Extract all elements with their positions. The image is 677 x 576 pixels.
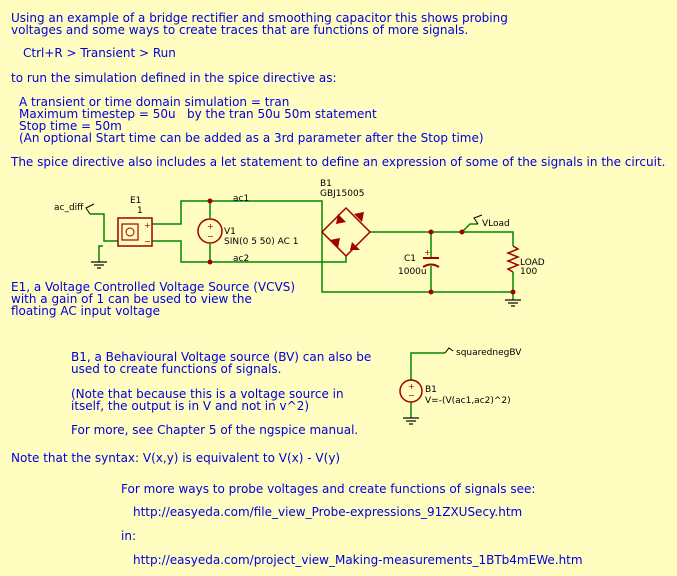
svg-text:+: + [424,248,431,257]
svg-text:−: − [144,237,151,246]
svg-text:−: − [207,232,214,241]
c1-value-label: 1000u [398,267,427,277]
making-measurements-link[interactable]: http://easyeda.com/project_view_Making-m… [133,553,583,567]
v1-value-label: SIN(0 5 50) AC 1 [224,237,299,247]
e1-vcvs-symbol: + − [117,217,153,247]
bridge-ref-label: B1 [320,179,332,189]
junction-ac2 [207,259,213,265]
wire-vload-probe [461,223,478,233]
probe-expressions-link[interactable]: http://easyeda.com/file_view_Probe-expre… [133,505,523,519]
load-resistor-symbol [505,245,521,273]
e1-description-1: E1, a Voltage Controlled Voltage Source … [11,280,295,294]
ground-bv [403,417,419,425]
spec-line-3: Stop time = 50m [19,119,122,133]
junction-c1-top [428,229,434,235]
squared-probe-flag [444,347,454,354]
let-statement-note: The spice directive also includes a let … [11,155,666,169]
wire-bv-top [410,352,445,380]
wire-e1-gnd [98,245,103,262]
e1-description-2: with a gain of 1 can be used to view the [11,292,252,306]
ac-diff-probe-flag [85,203,95,215]
v1-source-symbol: + − [197,218,223,244]
bv-source-symbol: + − [399,379,423,403]
bv-ref-label: B1 [425,385,437,395]
junctions [207,198,516,295]
ac2-net-label: ac2 [233,254,250,264]
vload-net-label: VLoad [482,219,510,229]
intro-line-2: voltages and some ways to create traces … [11,23,469,37]
junction-vload [459,229,465,235]
junction-c1-bottom [428,289,434,295]
spec-line-4: (An optional Start time can be added as … [19,131,484,145]
spec-line-1: A transient or time domain simulation = … [19,95,290,109]
wire-ac-diff [90,213,118,242]
e1-description-3: floating AC input voltage [11,304,161,318]
v1-ref-label: V1 [224,227,236,237]
c1-ref-label: C1 [404,254,417,264]
svg-text:+: + [144,221,151,230]
ground-load [505,299,521,307]
in-label: in: [121,529,136,543]
run-shortcut: Ctrl+R > Transient > Run [23,46,176,60]
ac1-net-label: ac1 [233,194,250,204]
e1-ref-label: E1 [130,196,142,206]
c1-capacitor-symbol: + [422,248,440,268]
vload-probe-flag [473,214,483,225]
more-ways-line: For more ways to probe voltages and crea… [121,482,536,496]
wire-bridge-minus [321,232,514,293]
e1-gain-label: 1 [137,206,143,216]
spec-line-2: Maximum timestep = 50u by the tran 50u 5… [19,107,377,121]
bridge-part-label: GBJ15005 [320,189,365,199]
svg-text:−: − [408,391,415,400]
svg-text:+: + [207,222,214,231]
b1-note-1: (Note that because this is a voltage sou… [71,387,344,401]
ac-diff-net-label: ac_diff [54,203,84,213]
squared-net-label: squarednegBV [456,348,522,358]
junction-ac1 [207,198,213,204]
ground-e1 [91,261,107,269]
b1-description-1: B1, a Behavioural Voltage source (BV) ca… [71,350,372,364]
load-ref-label: LOAD [520,258,545,268]
wire-bridge-plus [370,231,514,246]
svg-text:+: + [408,382,415,391]
junction-load-bottom [510,289,516,295]
load-value-label: 100 [520,267,538,277]
ground-symbols [91,261,521,425]
intro-line-1: Using an example of a bridge rectifier a… [11,11,508,25]
b1-description-2: used to create functions of signals. [71,362,282,376]
wires [90,200,514,418]
syntax-note: Note that the syntax: V(x,y) is equivale… [11,451,341,465]
run-instruction: to run the simulation defined in the spi… [11,71,337,85]
wire-e1-top [152,200,323,232]
wire-e1-bottom [152,240,347,263]
bv-expression-label: V=-(V(ac1,ac2)^2) [425,396,511,406]
bridge-rectifier-symbol [320,206,372,258]
ngspice-chapter-note: For more, see Chapter 5 of the ngspice m… [71,423,359,437]
b1-note-2: itself, the output is in V and not in v^… [71,399,310,413]
